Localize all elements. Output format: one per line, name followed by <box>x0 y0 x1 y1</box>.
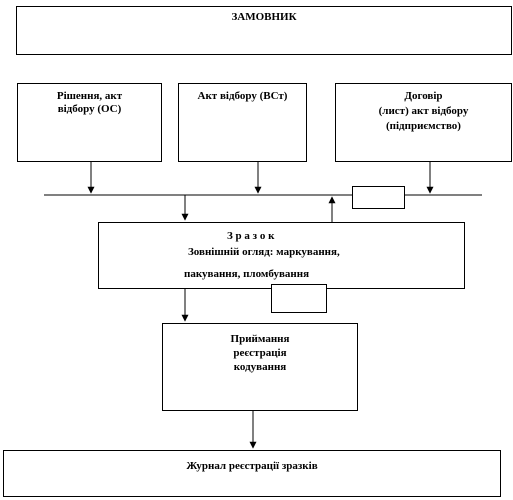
decision-act-line1: Рішення, акт <box>56 90 123 102</box>
contract-line3: (підприємство) <box>386 120 461 132</box>
bus-blank-box <box>352 186 405 209</box>
contract-line2: (лист) акт відбору <box>378 105 469 117</box>
sample-line1: Зовнішній огляд: маркування, <box>188 246 340 258</box>
sample-box <box>98 222 465 289</box>
decision-act-box <box>17 83 162 162</box>
registration-line1: Приймання <box>230 333 290 345</box>
customer-box <box>16 6 512 55</box>
sample-blank-box <box>271 284 327 313</box>
registration-box <box>162 323 358 411</box>
registration-line2: реєстрація <box>233 347 287 359</box>
customer-label: ЗАМОВНИК <box>231 11 297 23</box>
decision-act-line2: відбору (ОС) <box>57 103 122 115</box>
journal-label: Журнал реєстрації зразків <box>186 460 318 472</box>
sample-line2: пакування, пломбування <box>184 268 310 280</box>
selection-act-line1: Акт відбору (ВСт) <box>197 90 288 102</box>
contract-line1: Договір <box>404 90 443 102</box>
selection-act-box <box>178 83 307 162</box>
contract-box <box>335 83 512 162</box>
registration-line3: кодування <box>233 361 287 373</box>
sample-title: З р а з о к <box>227 230 275 242</box>
journal-box <box>3 450 501 497</box>
